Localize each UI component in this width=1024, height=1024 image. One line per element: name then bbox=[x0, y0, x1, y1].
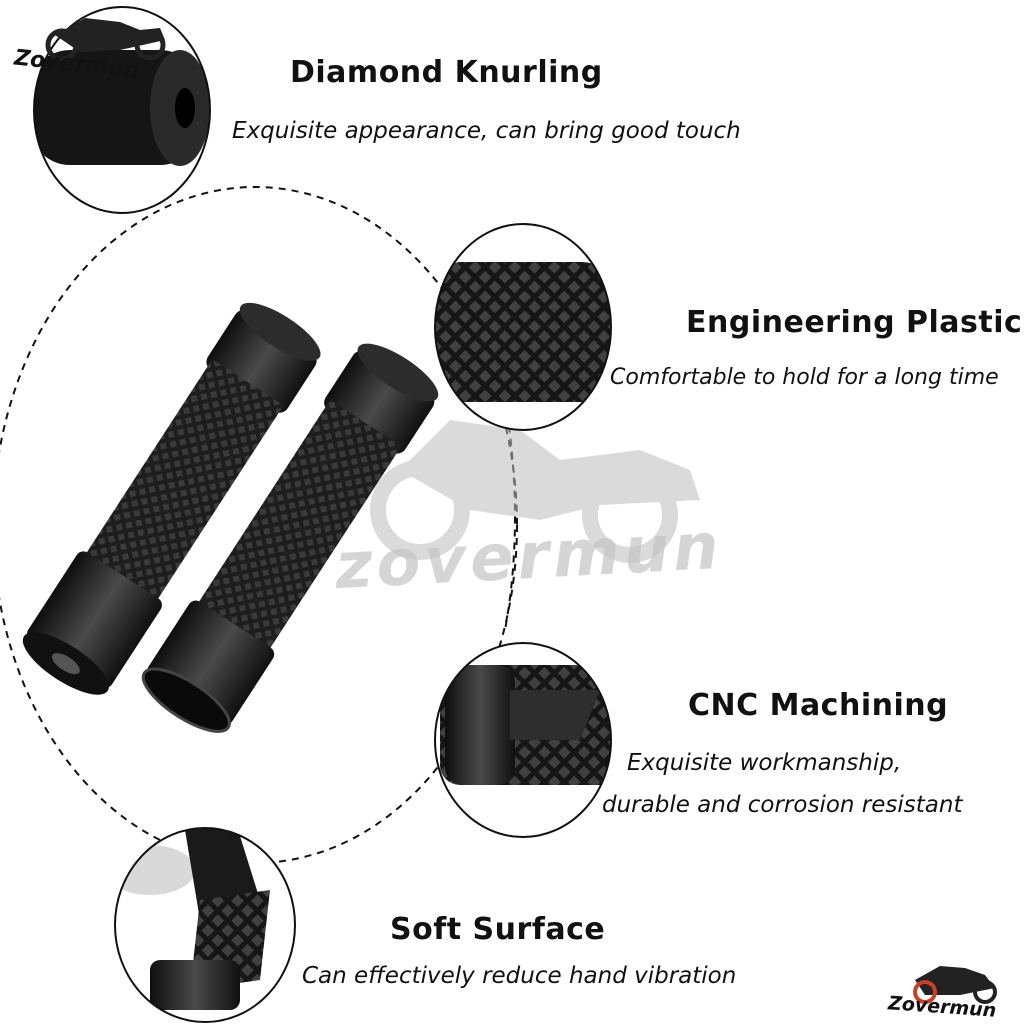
feature-desc-cnc-machining-line1: Exquisite workmanship, bbox=[627, 750, 902, 776]
feature-desc-soft-surface: Can effectively reduce hand vibration bbox=[302, 963, 737, 989]
end-cap-detail-image bbox=[34, 7, 210, 213]
knurling-detail-image bbox=[435, 224, 611, 430]
cnc-detail-image bbox=[435, 643, 611, 837]
feature-desc-diamond-knurling: Exquisite appearance, can bring good tou… bbox=[232, 118, 741, 144]
feature-title-engineering-plastic: Engineering Plastic bbox=[686, 305, 1023, 340]
feature-title-soft-surface: Soft Surface bbox=[390, 912, 606, 947]
feature-desc-engineering-plastic: Comfortable to hold for a long time bbox=[610, 365, 999, 390]
feature-desc-cnc-machining-line2: durable and corrosion resistant bbox=[602, 792, 963, 818]
feature-title-diamond-knurling: Diamond Knurling bbox=[290, 55, 603, 90]
feature-title-cnc-machining: CNC Machining bbox=[688, 688, 949, 723]
soft-surface-detail-image bbox=[115, 828, 295, 1022]
